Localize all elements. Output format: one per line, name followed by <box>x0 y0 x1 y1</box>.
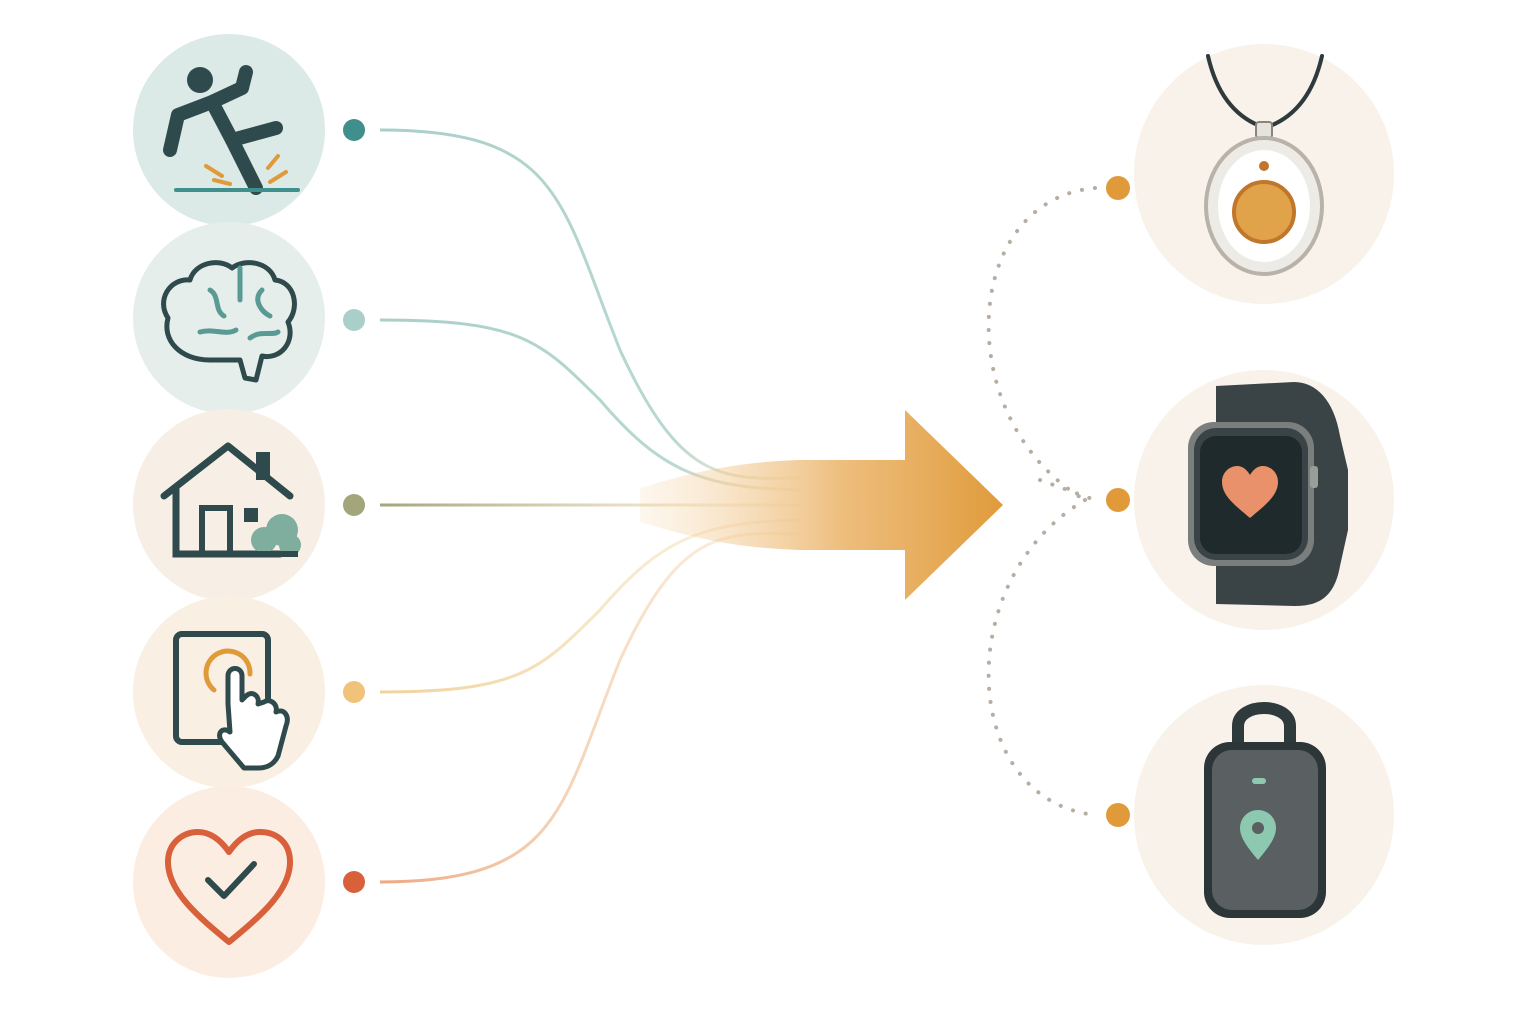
output-dot <box>1106 803 1130 827</box>
input-wellbeing <box>133 786 365 978</box>
output-smartwatch <box>1106 370 1394 630</box>
falling-person-icon <box>163 65 300 195</box>
flow-arrow <box>640 410 1003 600</box>
smartwatch-heart-icon <box>1188 382 1348 606</box>
brain-icon <box>161 260 297 383</box>
connector-line-health <box>379 532 801 884</box>
input-circle-bg <box>133 222 325 414</box>
branch-to-pendant <box>986 186 1097 502</box>
input-dot <box>343 309 365 331</box>
connector-line-fall <box>379 128 801 480</box>
input-cognitive-health <box>133 222 365 414</box>
input-dot <box>343 681 365 703</box>
pendant-alarm-icon <box>1204 54 1324 276</box>
output-dot <box>1106 176 1130 200</box>
touchscreen-tap-icon <box>173 631 290 771</box>
input-dot <box>343 494 365 516</box>
connector-line-cognition <box>379 318 801 492</box>
input-fall-detection <box>133 34 365 226</box>
connector-line-touch <box>379 518 801 694</box>
house-icon <box>160 442 301 558</box>
input-circle-bg <box>133 786 325 978</box>
input-dot <box>343 871 365 893</box>
output-dot <box>1106 488 1130 512</box>
input-home-monitoring <box>133 409 365 601</box>
branch-to-tracker <box>986 498 1097 817</box>
output-pendant <box>1106 44 1394 304</box>
output-branches <box>986 186 1097 817</box>
output-gps-tracker <box>1106 685 1394 945</box>
input-touch-interface <box>133 596 365 788</box>
input-dot <box>343 119 365 141</box>
gps-tracker-fob-icon <box>1204 702 1326 918</box>
heart-check-icon <box>165 829 293 945</box>
